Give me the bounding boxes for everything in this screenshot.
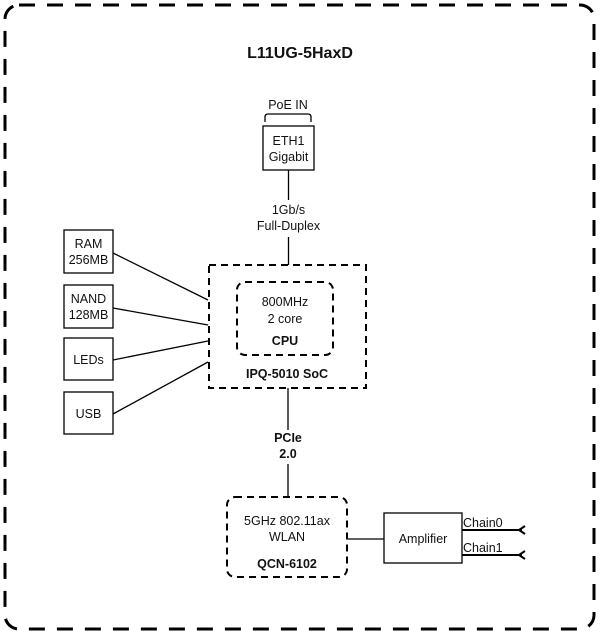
cpu-cores: 2 core — [268, 312, 303, 326]
eth-link-speed: 1Gb/s — [272, 203, 305, 217]
usb-wire — [112, 361, 209, 415]
poe-in-label: PoE IN — [268, 98, 308, 112]
chain0-label: Chain0 — [463, 516, 503, 530]
pcie-version: 2.0 — [279, 447, 296, 461]
nand-wire — [112, 307, 209, 326]
peripheral-leds: LEDs — [63, 337, 114, 381]
peripheral-nand: NAND 128MB — [63, 284, 114, 329]
nand-label: NAND — [71, 292, 106, 306]
wlan-type: WLAN — [269, 530, 305, 544]
chain0-antenna-icon — [517, 525, 526, 535]
chain1-label: Chain1 — [463, 541, 503, 555]
soc-block: 800MHz 2 core CPU IPQ-5010 SoC — [208, 264, 367, 389]
ram-label: RAM — [75, 237, 103, 251]
eth1-port: ETH1 Gigabit — [262, 125, 315, 171]
amplifier-label: Amplifier — [399, 532, 448, 546]
cpu-frequency: 800MHz — [262, 295, 309, 309]
ram-size: 256MB — [69, 253, 109, 267]
nand-size: 128MB — [69, 308, 109, 322]
wlan-band: 5GHz 802.11ax — [244, 514, 331, 528]
eth1-label: ETH1 — [273, 134, 305, 148]
amplifier-block: Amplifier — [383, 512, 463, 564]
leds-wire — [112, 340, 209, 361]
ram-wire — [112, 252, 209, 301]
cpu-block — [236, 281, 334, 356]
peripheral-ram: RAM 256MB — [63, 229, 114, 274]
usb-label: USB — [76, 407, 102, 421]
outer-border — [3, 3, 596, 631]
wlan-chip-label: QCN-6102 — [257, 557, 317, 571]
diagram-title: L11UG-5HaxD — [247, 45, 353, 62]
eth1-speed: Gigabit — [269, 150, 309, 164]
eth-link-duplex: Full-Duplex — [257, 219, 321, 233]
wlan-block: 5GHz 802.11ax WLAN QCN-6102 — [226, 496, 348, 578]
peripheral-usb: USB — [63, 391, 114, 435]
poe-bracket — [264, 113, 312, 122]
soc-label: IPQ-5010 SoC — [246, 367, 328, 381]
pcie-label: PCIe — [274, 431, 302, 445]
chain1-antenna-icon — [517, 550, 526, 560]
cpu-label: CPU — [272, 334, 298, 348]
leds-label: LEDs — [73, 353, 104, 367]
